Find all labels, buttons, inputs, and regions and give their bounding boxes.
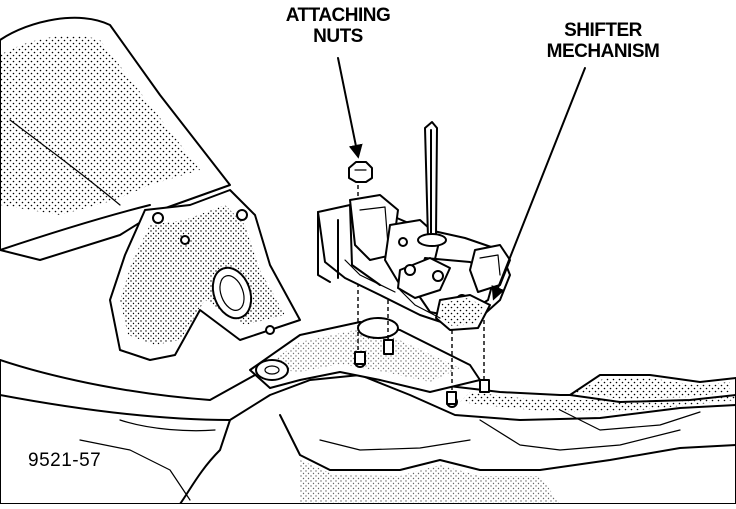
attaching-nuts-label: ATTACHING NUTS <box>268 5 408 47</box>
attaching-nuts-label-line2: NUTS <box>313 26 363 47</box>
shifter-mechanism-label-line2: MECHANISM <box>546 41 660 62</box>
seat-bracket <box>109 189 301 361</box>
leader-arrows <box>337 57 586 301</box>
figure-number: 9521-57 <box>28 450 102 471</box>
seat-panel <box>0 16 231 261</box>
shifter-mechanism-label: SHIFTER MECHANISM <box>528 20 678 62</box>
floor-tunnel <box>0 329 736 505</box>
shifter-mechanism-label-line1: SHIFTER <box>564 20 642 41</box>
shifter-mechanism <box>317 121 511 331</box>
mounting-rail <box>249 317 490 408</box>
attaching-nuts-label-line1: ATTACHING <box>285 5 391 26</box>
